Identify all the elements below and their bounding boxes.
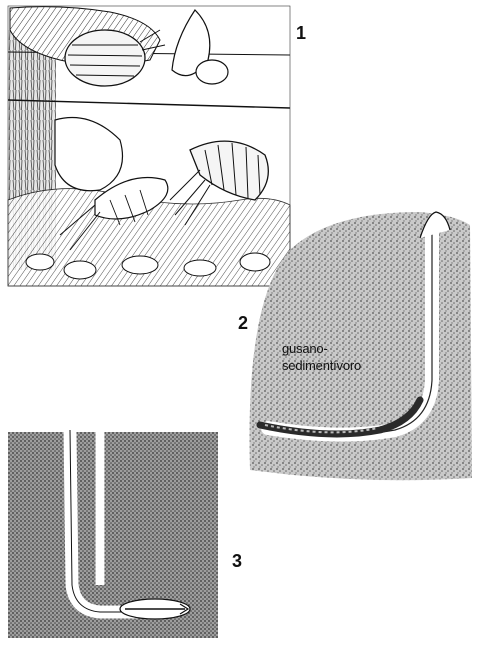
- worm-label: gusano- sedimentívoro: [282, 340, 361, 374]
- worm-label-line-2: sedimentívoro: [282, 357, 361, 374]
- panel-number-3: 3: [232, 552, 242, 570]
- panel-1-scene: [8, 6, 290, 286]
- panel-3-burrow: [8, 430, 218, 638]
- worm-label-line-1: gusano-: [282, 340, 361, 357]
- panel-number-1: 1: [296, 24, 306, 42]
- panel-number-2: 2: [238, 314, 248, 332]
